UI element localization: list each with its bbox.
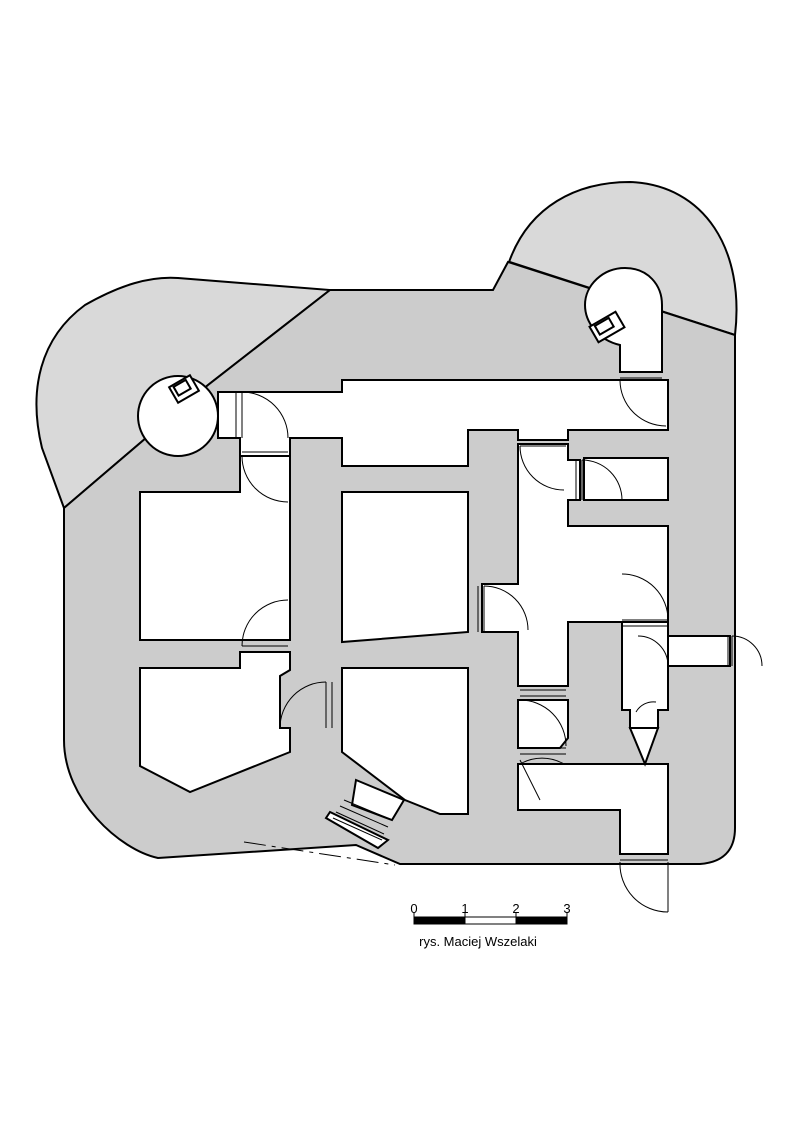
room-central — [341, 491, 469, 644]
east-niche — [583, 457, 669, 501]
room-southwest — [139, 651, 291, 794]
room-south-central — [341, 667, 469, 815]
earth-embankment-northeast — [507, 180, 738, 337]
filter-funnel-icon — [628, 727, 660, 767]
scale-bar: 0 1 2 3 — [410, 901, 571, 925]
east-exit-passage — [667, 635, 731, 667]
scale-label-0: 0 — [410, 901, 417, 916]
dashed-outline — [243, 841, 396, 866]
scale-label-1: 1 — [461, 901, 468, 916]
southeast-anteroom — [517, 699, 569, 749]
periscope-east-inner — [593, 316, 616, 336]
drawing-credit: rys. Maciej Wszelaki — [419, 934, 537, 949]
room-west — [139, 455, 291, 641]
door-swings — [235, 371, 763, 913]
scale-label-3: 3 — [563, 901, 570, 916]
scale-label-2: 2 — [512, 901, 519, 916]
periscope-west-inner — [172, 378, 193, 397]
staircase — [324, 778, 406, 850]
